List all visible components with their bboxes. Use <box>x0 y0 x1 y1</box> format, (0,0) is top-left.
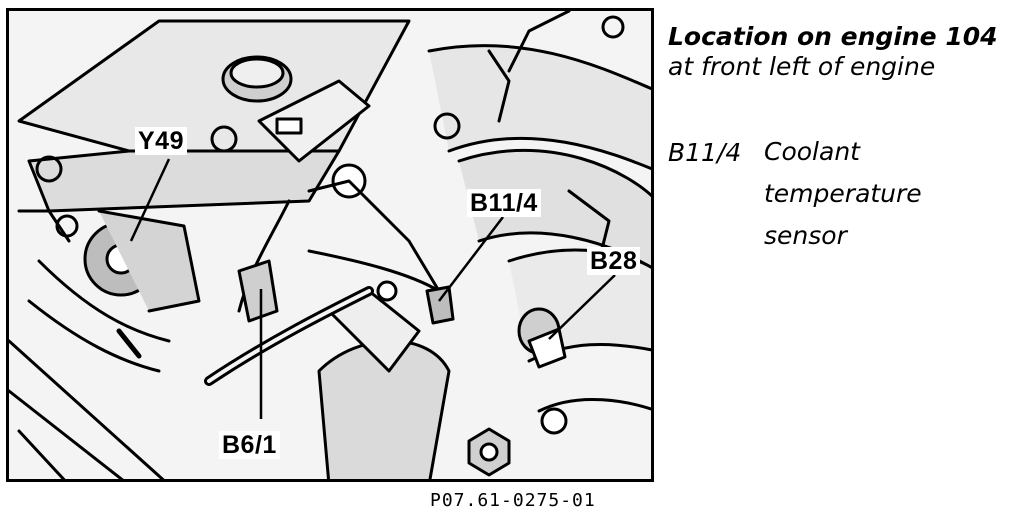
callout-b6-1: B6/1 <box>219 431 280 459</box>
location-description: Location on engine 104 at front left of … <box>668 22 1018 82</box>
callout-b11-4: B11/4 <box>467 189 541 217</box>
legend-desc-line-1: Coolant <box>764 137 860 166</box>
engine-illustration: Y49 B11/4 B28 B6/1 <box>6 8 654 482</box>
legend-desc-line-3: sensor <box>764 221 847 250</box>
callout-b28: B28 <box>587 247 641 275</box>
legend-code: B11/4 <box>668 138 742 167</box>
figure-caption: P07.61-0275-01 <box>430 490 596 511</box>
location-title: Location on engine 104 <box>668 22 998 51</box>
location-subtitle: at front left of engine <box>668 52 936 81</box>
legend-description: Coolant temperature sensor <box>764 131 1014 257</box>
callout-y49: Y49 <box>135 127 187 155</box>
engine-drawing <box>9 11 651 479</box>
legend-desc-line-2: temperature <box>764 179 922 208</box>
